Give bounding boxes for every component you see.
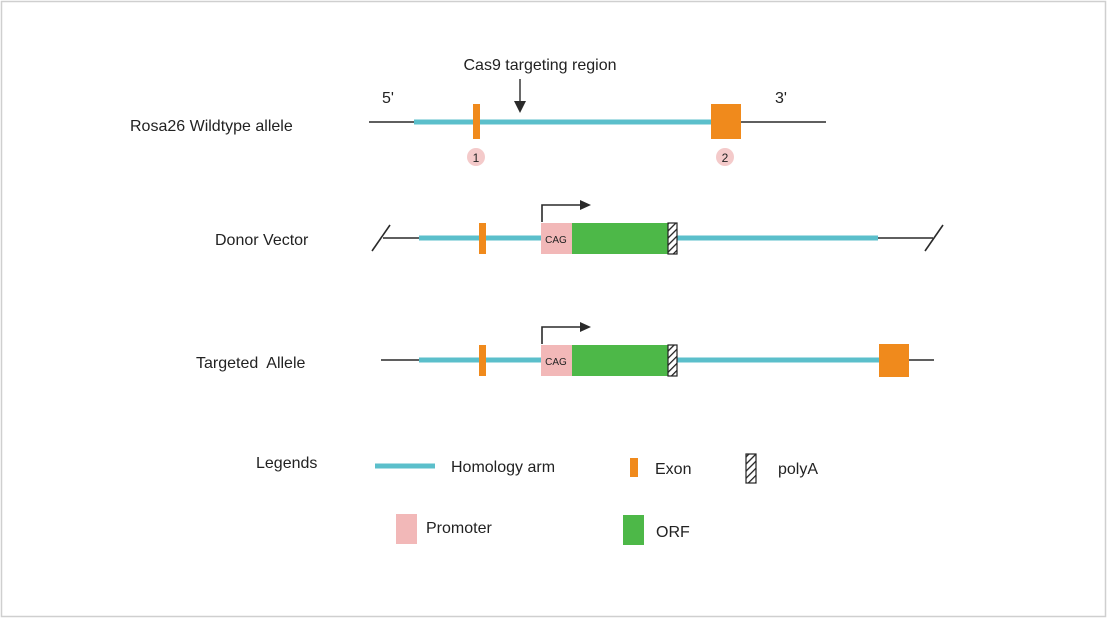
targeted-promoter-box xyxy=(541,345,572,376)
targeted-allele: Targeted Allele CAG xyxy=(196,322,934,377)
donor-left-break-mark xyxy=(371,224,391,252)
targeted-transcription-arrow-icon xyxy=(541,326,582,344)
donor-transcription-arrowhead-icon xyxy=(580,200,591,210)
legend-homology-arm-label: Homology arm xyxy=(451,459,555,476)
targeted-orf-box xyxy=(572,345,668,376)
donor-promoter-box xyxy=(541,223,572,254)
donor-polya-box xyxy=(667,222,678,255)
wildtype-exon-1 xyxy=(473,104,480,139)
targeted-exon-1 xyxy=(479,345,486,376)
donor-label: Donor Vector xyxy=(215,232,309,249)
legend: Legends Homology arm Exon polyA Promoter… xyxy=(256,453,818,545)
targeted-exon-2 xyxy=(879,344,909,377)
donor-promoter-text: CAG xyxy=(545,235,567,246)
legend-promoter-label: Promoter xyxy=(426,520,492,537)
donor-right-break-mark xyxy=(924,224,944,252)
donor-orf-box xyxy=(572,223,668,254)
donor-exon xyxy=(479,223,486,254)
exon-2-number-badge xyxy=(716,148,734,166)
legend-orf-swatch xyxy=(623,515,644,545)
wildtype-allele: Rosa26 Wildtype allele 5' 3' 1 2 xyxy=(130,90,826,166)
cas9-arrow-head-icon xyxy=(514,101,526,113)
cas9-annotation: Cas9 targeting region xyxy=(464,57,617,113)
exon-1-number: 1 xyxy=(473,151,480,165)
donor-transcription-arrow-icon xyxy=(541,204,582,222)
legend-orf-label: ORF xyxy=(656,524,690,541)
donor-vector: Donor Vector CAG xyxy=(215,200,944,255)
targeted-transcription-arrowhead-icon xyxy=(580,322,591,332)
wildtype-exon-2 xyxy=(711,104,741,139)
five-prime-label: 5' xyxy=(382,90,394,107)
legend-polya-label: polyA xyxy=(778,461,818,478)
targeted-polya-box xyxy=(667,344,678,377)
targeted-label: Targeted Allele xyxy=(196,355,306,372)
targeted-promoter-text: CAG xyxy=(545,357,567,368)
three-prime-label: 3' xyxy=(775,90,787,107)
exon-2-number: 2 xyxy=(722,151,729,165)
legend-exon-swatch xyxy=(630,458,638,477)
legend-promoter-swatch xyxy=(396,514,417,544)
legend-polya-swatch xyxy=(745,453,757,484)
exon-1-number-badge xyxy=(467,148,485,166)
legend-title: Legends xyxy=(256,455,317,472)
legend-exon-label: Exon xyxy=(655,461,691,478)
wildtype-label: Rosa26 Wildtype allele xyxy=(130,118,293,135)
cas9-label: Cas9 targeting region xyxy=(464,57,617,74)
